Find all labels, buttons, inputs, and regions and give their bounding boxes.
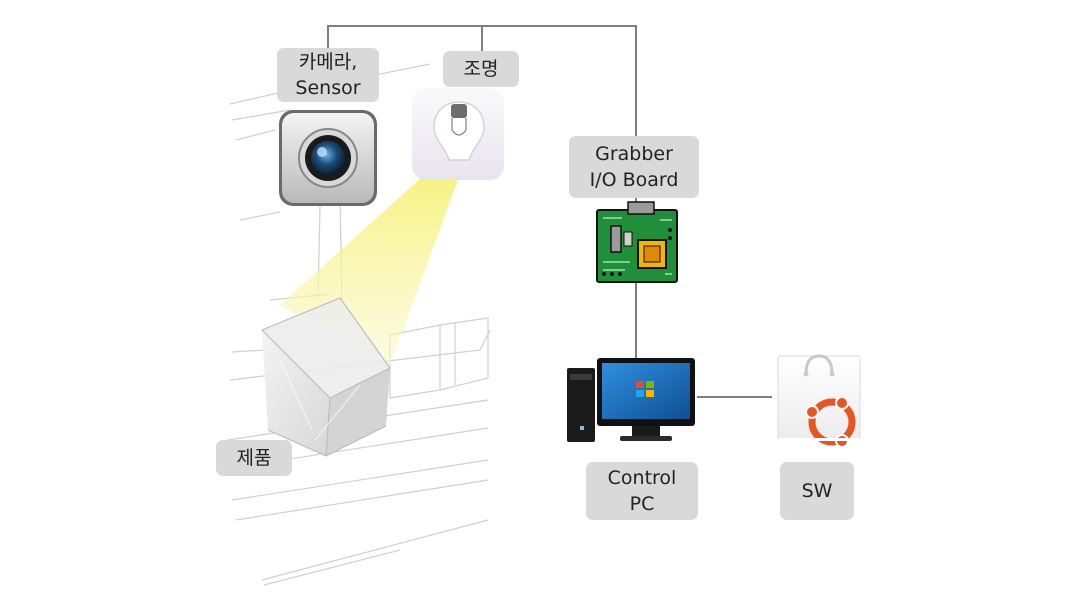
camera-label-line1: 카메라, — [298, 51, 358, 73]
product-label-text: 제품 — [236, 447, 272, 469]
camera-label-line2: Sensor — [295, 77, 361, 99]
grabber-io-board-label: Grabber I/O Board — [569, 136, 699, 198]
lighting-label: 조명 — [443, 51, 519, 87]
pc-label-line1: Control — [607, 467, 677, 489]
camera-app-icon — [279, 110, 377, 206]
translucent-box-icon — [260, 297, 391, 457]
light-bulb-icon — [412, 88, 504, 180]
circuit-board-icon — [596, 201, 678, 283]
camera-sensor-label: 카메라, Sensor — [277, 48, 379, 102]
pc-label-line2: PC — [629, 493, 655, 515]
sw-label-text: SW — [801, 480, 833, 502]
desktop-computer-icon — [567, 358, 695, 442]
windows-logo-icon — [636, 381, 654, 397]
grabber-label-line1: Grabber — [595, 143, 673, 165]
lighting-label-text: 조명 — [463, 58, 499, 80]
shopping-bag-icon — [777, 354, 861, 448]
product-label: 제품 — [216, 440, 292, 476]
software-label: SW — [780, 462, 854, 520]
connector-lines — [327, 25, 772, 398]
control-pc-label: Control PC — [586, 462, 698, 520]
grabber-label-line2: I/O Board — [589, 169, 679, 191]
